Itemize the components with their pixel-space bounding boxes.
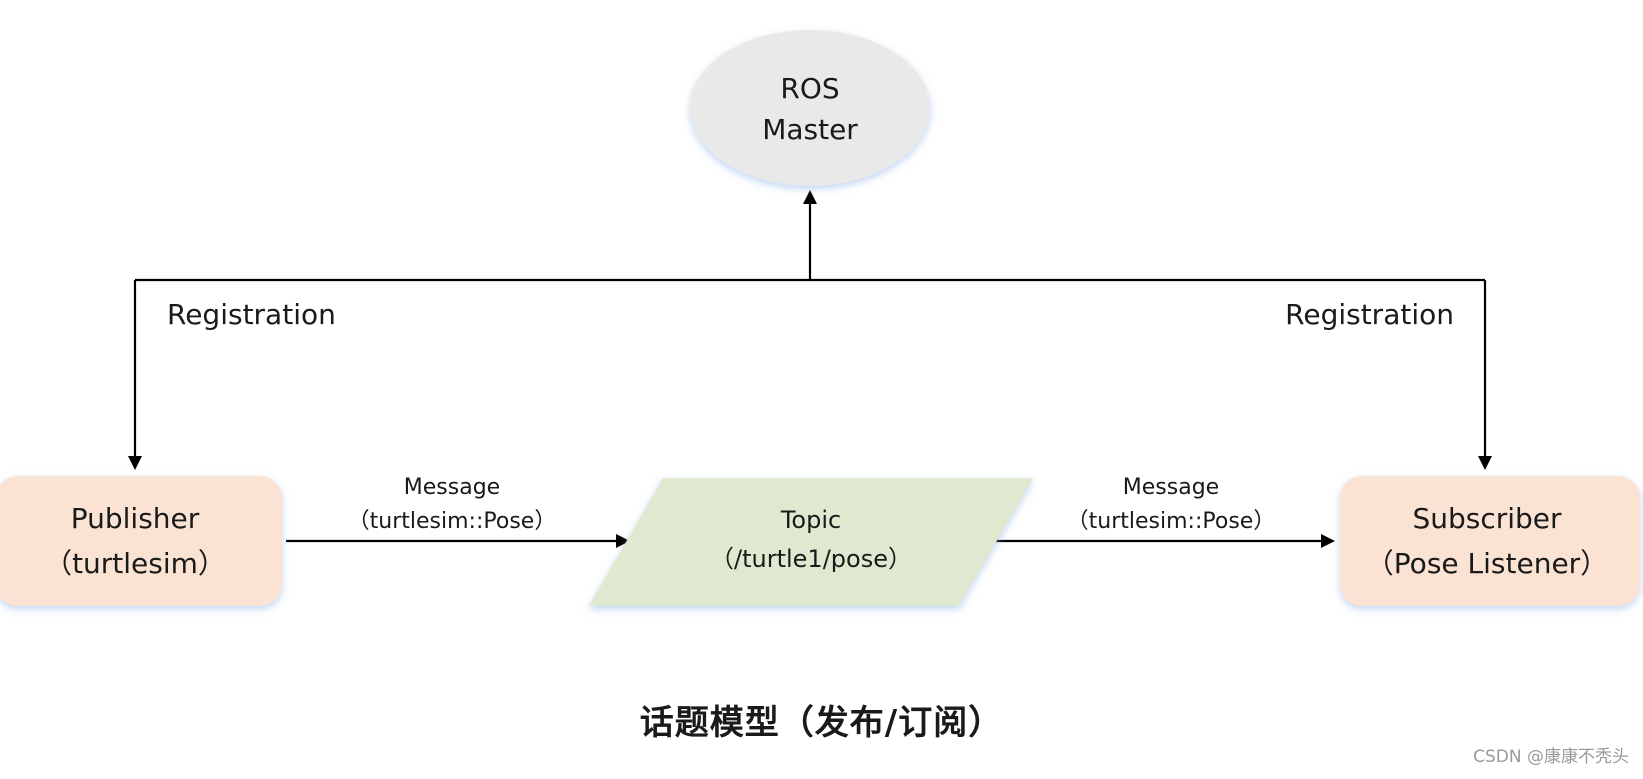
watermark: CSDN @康康不秃头 (1473, 747, 1629, 767)
topic-label-line1: Topic (780, 506, 841, 534)
subscriber-node: Subscriber （Pose Listener） (1340, 476, 1640, 606)
message-left-label-line1: Message (404, 475, 500, 500)
registration-left-label: Registration (167, 298, 336, 331)
ros-master-label-line1: ROS (780, 72, 839, 105)
registration-right-label: Registration (1285, 298, 1454, 331)
ros-master-label-line2: Master (762, 113, 858, 146)
subscriber-label-line2: （Pose Listener） (1366, 547, 1608, 580)
ros-master-node: ROS Master (690, 30, 930, 186)
message-left-label-line2: （turtlesim::Pose） (348, 509, 557, 534)
message-right-label-line1: Message (1123, 475, 1219, 500)
publisher-label-line2: （turtlesim） (44, 547, 226, 580)
message-right-label-line2: （turtlesim::Pose） (1067, 509, 1276, 534)
publisher-label-line1: Publisher (71, 502, 200, 535)
connectors (128, 190, 1492, 548)
publisher-node: Publisher （turtlesim） (0, 476, 282, 606)
diagram-caption: 话题模型（发布/订阅） (639, 703, 1004, 743)
topic-node: Topic （/turtle1/pose） (589, 478, 1033, 606)
topic-label-line2: （/turtle1/pose） (710, 545, 912, 573)
subscriber-label-line1: Subscriber (1412, 502, 1562, 535)
